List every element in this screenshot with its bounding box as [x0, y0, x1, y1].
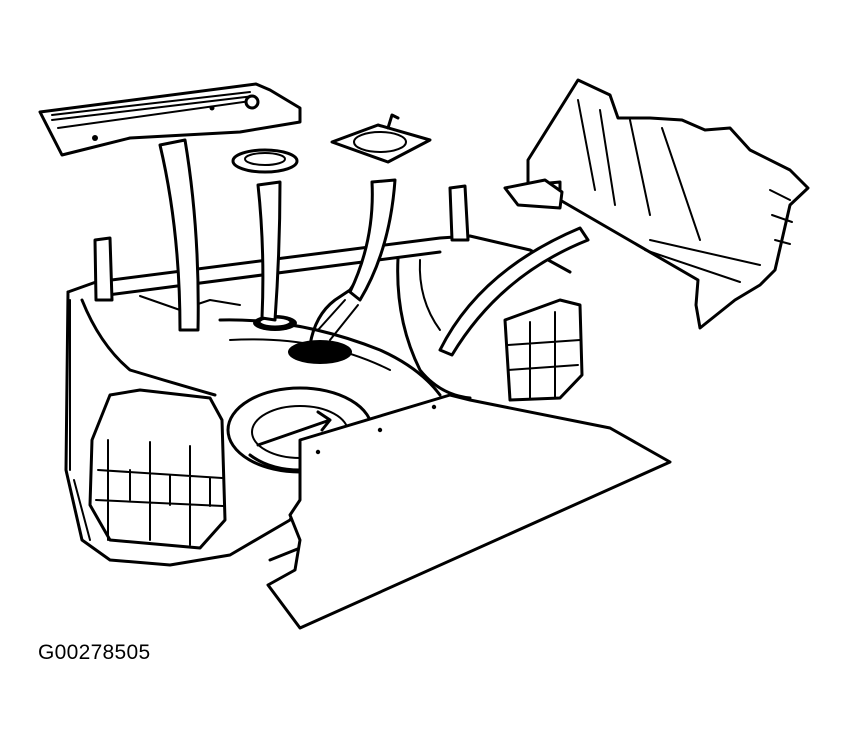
floor-access-holes	[253, 273, 362, 364]
removal-arrows	[93, 138, 590, 357]
trunk-floor-panel	[266, 393, 672, 630]
right-tail-lamp	[503, 298, 584, 402]
left-tail-lamp	[80, 298, 227, 550]
right-quarter-trim-panel	[503, 78, 810, 330]
figure-id-label: G00278505	[38, 641, 151, 664]
speaker-grilles	[231, 113, 432, 174]
rear-shelf-trim-panel	[38, 82, 302, 157]
